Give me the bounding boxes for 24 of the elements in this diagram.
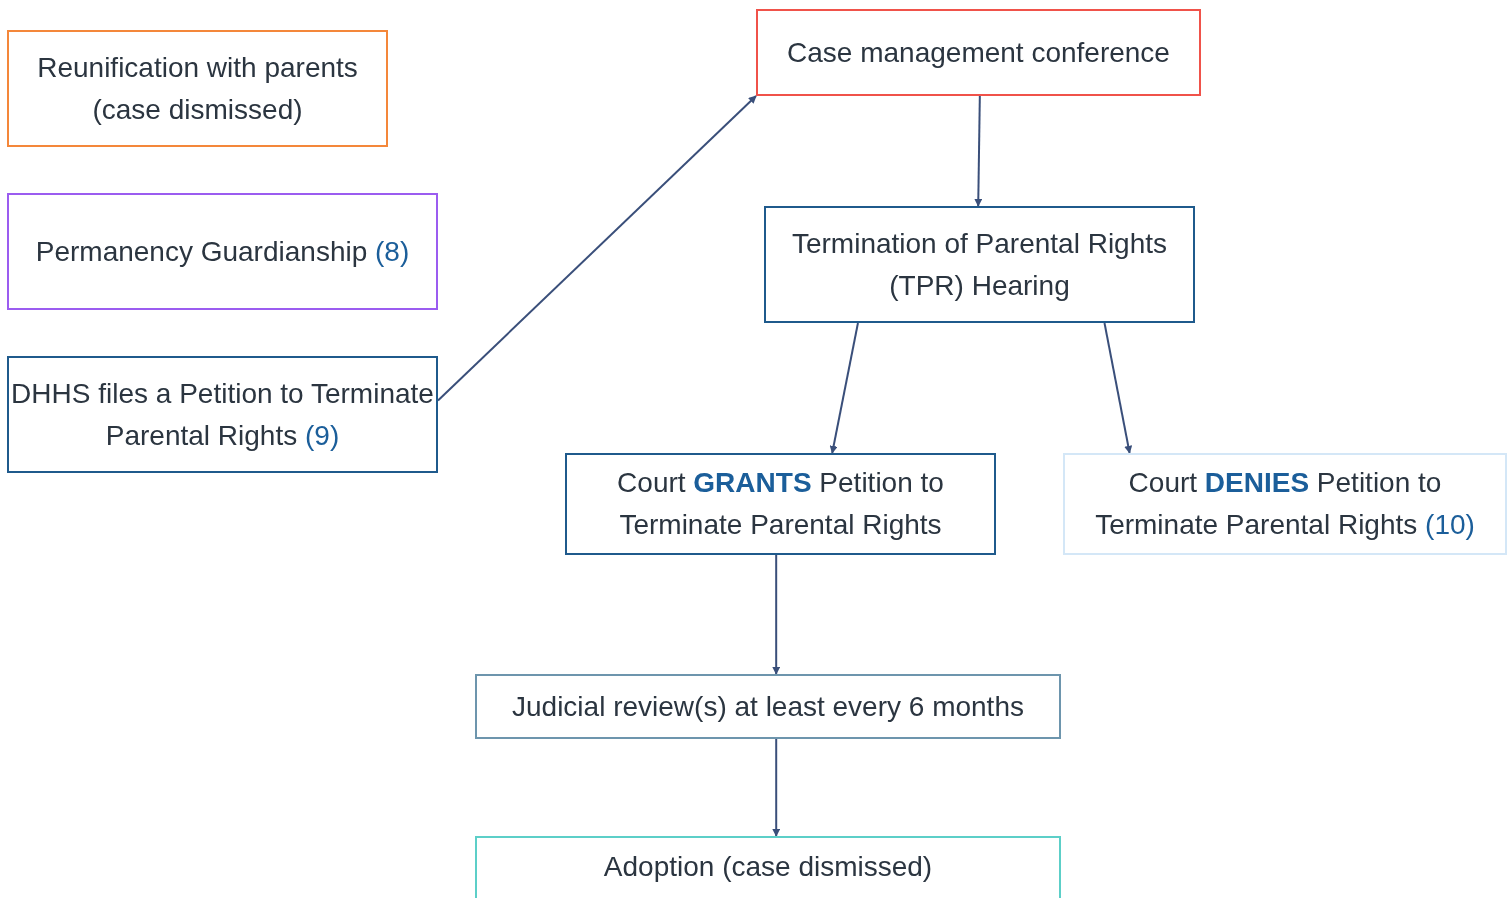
process-box xyxy=(7,193,438,310)
arrow xyxy=(772,738,781,837)
arrow xyxy=(1103,322,1133,454)
arrow xyxy=(829,322,859,454)
process-box xyxy=(475,674,1061,739)
process-box xyxy=(565,453,996,555)
process-box xyxy=(764,206,1195,323)
arrow xyxy=(772,554,781,675)
process-box xyxy=(756,9,1201,96)
arrow xyxy=(974,95,983,207)
box-label: Case management conference xyxy=(787,35,1170,70)
process-box xyxy=(7,356,438,473)
arrow xyxy=(437,95,757,402)
box-label: Termination of Parental Rights (TPR) Hearing xyxy=(790,226,1169,303)
process-box xyxy=(7,30,388,147)
box-label: Court DENIES Petition to Terminate Parental Rights (10) xyxy=(1094,466,1476,542)
box-label: Reunification with parents (case dismissed) xyxy=(36,50,359,127)
box-label: Adoption (case dismissed) xyxy=(603,850,933,884)
box-label: Permanency Guardianship (8) xyxy=(35,234,410,269)
box-label: Court GRANTS Petition to Terminate Parental Rights xyxy=(616,466,945,542)
box-label: DHHS files a Petition to Terminate Parental Rights (9) xyxy=(10,376,435,453)
box-label: Judicial review(s) at least every 6 months xyxy=(512,689,1024,724)
process-box xyxy=(1063,453,1507,555)
process-box xyxy=(475,836,1061,898)
